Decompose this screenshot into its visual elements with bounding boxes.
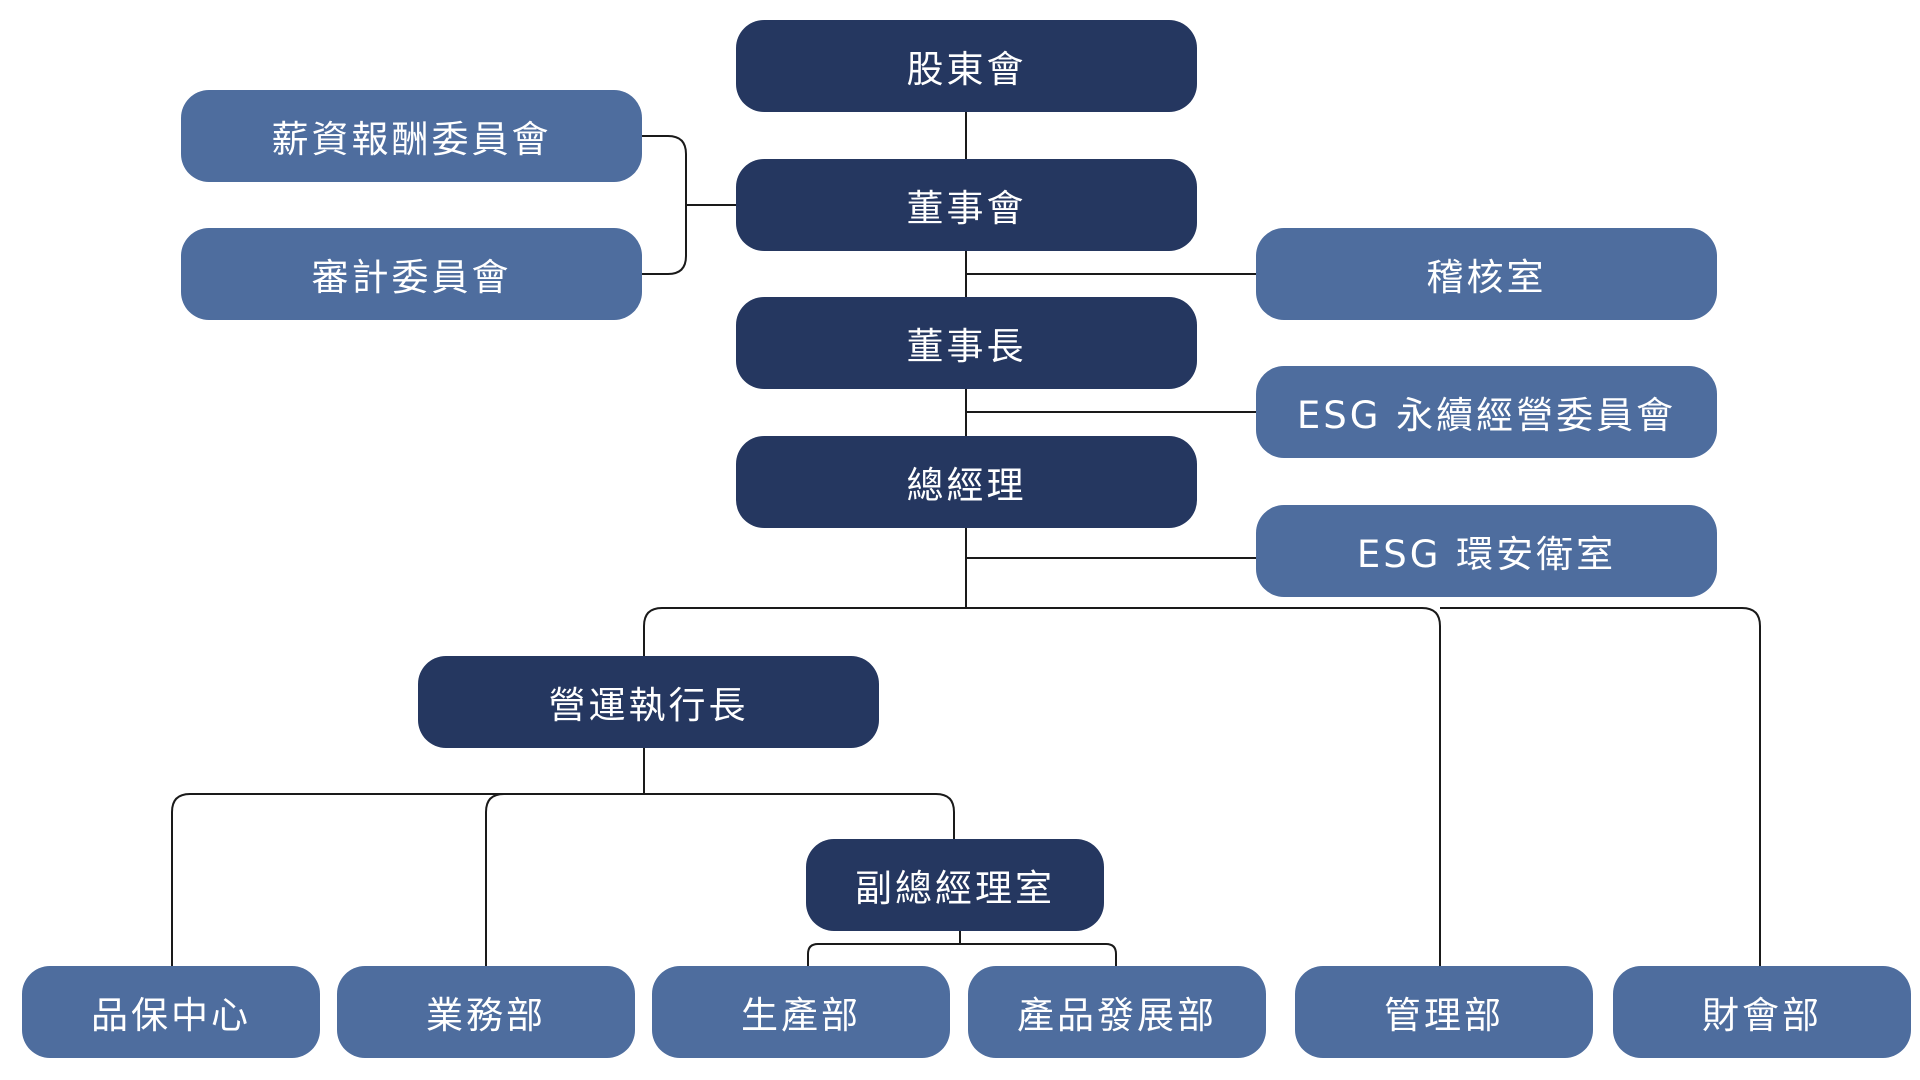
node-quality-assurance-center: 品保中心	[22, 966, 320, 1058]
node-audit-committee: 審計委員會	[181, 228, 642, 320]
node-finance-accounting-department: 財會部	[1613, 966, 1911, 1058]
node-general-manager: 總經理	[736, 436, 1197, 528]
connector-bus-coo	[643, 607, 966, 656]
connector-committees-bracket	[642, 135, 687, 275]
connector-coo-deputy	[644, 793, 955, 839]
node-compensation-committee: 薪資報酬委員會	[181, 90, 642, 182]
node-board-of-directors: 董事會	[736, 159, 1197, 251]
connector-coo-qa	[171, 793, 644, 966]
node-esg-ehs-office: ESG 環安衛室	[1256, 505, 1717, 597]
node-management-department: 管理部	[1295, 966, 1593, 1058]
connector-bus-finance	[1440, 607, 1761, 966]
connector-coo-sales	[485, 793, 644, 966]
node-chief-operating-officer: 營運執行長	[418, 656, 879, 748]
node-product-development-department: 產品發展部	[968, 966, 1266, 1058]
node-shareholders-meeting: 股東會	[736, 20, 1197, 112]
node-esg-sustainability-committee: ESG 永續經營委員會	[1256, 366, 1717, 458]
node-production-department: 生產部	[652, 966, 950, 1058]
connector-deputy-bracket	[807, 930, 1117, 966]
node-sales-department: 業務部	[337, 966, 635, 1058]
node-deputy-gm-office: 副總經理室	[806, 839, 1104, 931]
node-chairman: 董事長	[736, 297, 1197, 389]
node-internal-audit-office: 稽核室	[1256, 228, 1717, 320]
